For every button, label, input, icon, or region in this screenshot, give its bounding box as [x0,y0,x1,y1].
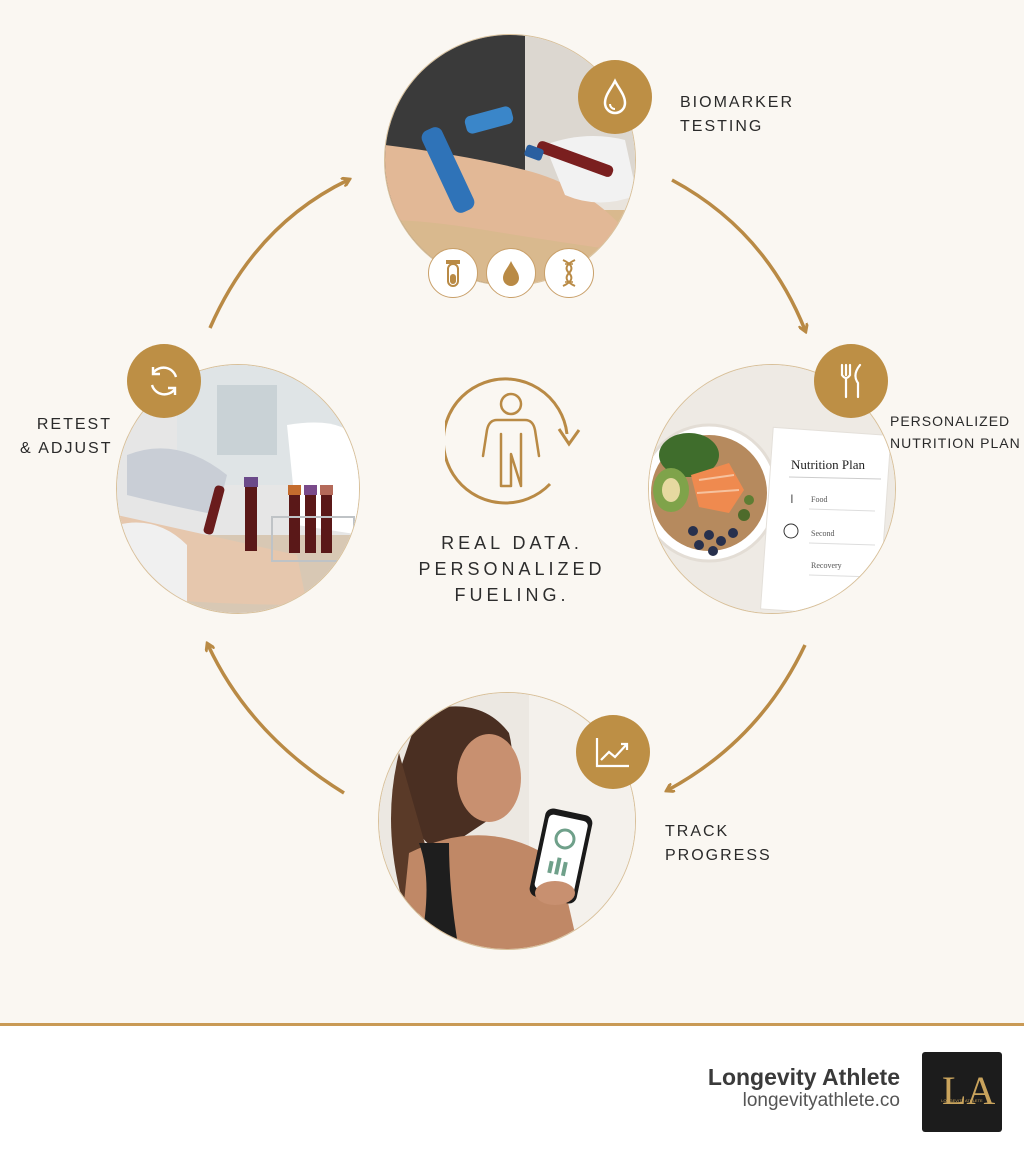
plan-card-title: Nutrition Plan [791,457,866,472]
svg-text:LONGEVITY ATHLETE: LONGEVITY ATHLETE [941,1098,983,1103]
tagline-line-3: FUELING. [454,585,570,605]
arrow-retest-to-biomarker [208,180,348,329]
center-tagline: REAL DATA. PERSONALIZED FUELING. [392,530,632,608]
step-label-nutrition-plan: PERSONALIZED NUTRITION PLAN [890,413,1021,451]
retest-badge [127,344,201,418]
arrow-track-to-retest [208,645,345,795]
step-label-retest-adjust: RETEST & ADJUST [20,416,113,457]
nutrition-badge [814,344,888,418]
plan-row-3: Recovery [811,561,842,570]
footer [0,1026,1024,1154]
step-label-biomarker-testing: BIOMARKER TESTING [680,94,795,135]
nutrition-photo: Nutrition Plan 𝍷 Food Second Recovery [648,364,896,614]
tagline-line-1: REAL DATA. [441,533,583,553]
retest-photo [116,364,360,614]
cycle-arrows [0,0,1024,795]
person-cycle-icon [445,377,581,505]
test-tube-mini-badge [428,248,478,298]
refresh-icon [150,366,178,396]
tagline-line-2: PERSONALIZED [418,559,606,579]
droplet-icon [503,261,519,286]
svg-text:𝍷: 𝍷 [787,492,797,506]
brand-name: Longevity Athlete [707,1064,900,1090]
step-label-track-progress: TRACK PROGRESS [665,823,772,864]
droplet-icon [603,78,627,115]
brand-url[interactable]: longevityathlete.co [742,1090,900,1111]
arrow-nutrition-to-track [668,644,807,790]
test-tube-icon [446,260,460,287]
dna-icon [562,259,576,287]
biomarker-badge [578,60,652,134]
arrow-biomarker-to-nutrition [671,178,805,330]
plan-row-1: Food [811,495,827,504]
cycle-diagram: BIOMARKER TESTING Nutrition Plan 𝍷 Food [0,0,1024,950]
brand-logo: LA LONGEVITY ATHLETE [922,1052,1002,1132]
droplet-mini-badge [486,248,536,298]
footer-divider [0,1023,1024,1026]
svg-text:LA: LA [942,1068,995,1113]
track-progress-photo [378,692,636,950]
plan-row-2: Second [811,529,835,538]
fork-knife-icon [840,363,862,399]
track-progress-badge [576,715,650,789]
dna-mini-badge [544,248,594,298]
trend-chart-icon [595,738,629,768]
